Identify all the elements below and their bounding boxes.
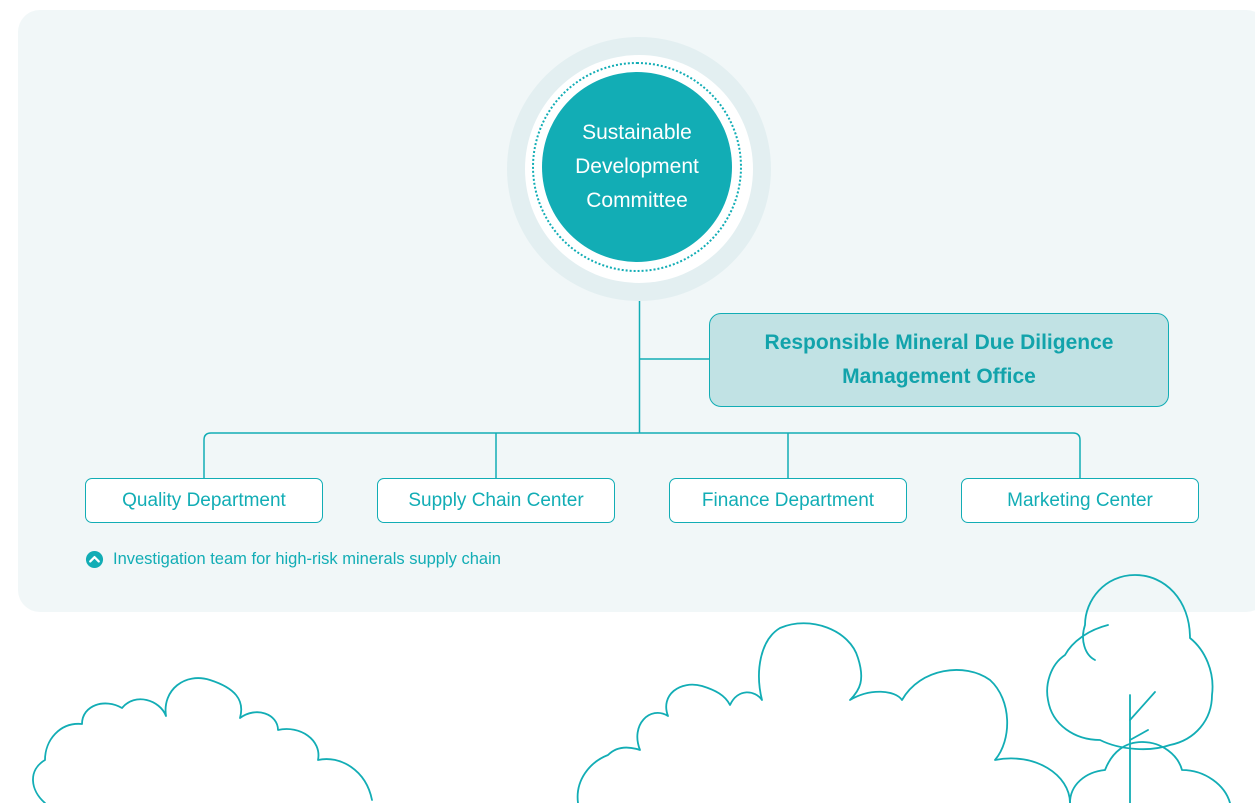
legend: Investigation team for high-risk mineral…	[85, 547, 501, 571]
tree-branch	[1129, 691, 1156, 721]
tree-branch	[1129, 729, 1149, 741]
tree-canopy-lower	[1069, 741, 1231, 803]
dept-node-supply-chain: Supply Chain Center	[377, 478, 615, 523]
dept-node-marketing: Marketing Center	[961, 478, 1199, 523]
bush-left	[32, 677, 373, 803]
chevron-up-circle-icon	[85, 550, 104, 568]
dept-node-quality: Quality Department	[85, 478, 323, 523]
tree-canopy-upper	[1046, 574, 1214, 750]
due-diligence-office-node: Responsible Mineral Due Diligence Manage…	[709, 313, 1169, 407]
department-bus-line	[203, 432, 1081, 478]
dept-node-finance: Finance Department	[669, 478, 907, 523]
legend-label: Investigation team for high-risk mineral…	[113, 549, 501, 568]
committee-dotted-ring	[532, 62, 742, 272]
bush-center	[576, 622, 1071, 803]
committee-node: Sustainable Development Committee	[542, 72, 732, 262]
